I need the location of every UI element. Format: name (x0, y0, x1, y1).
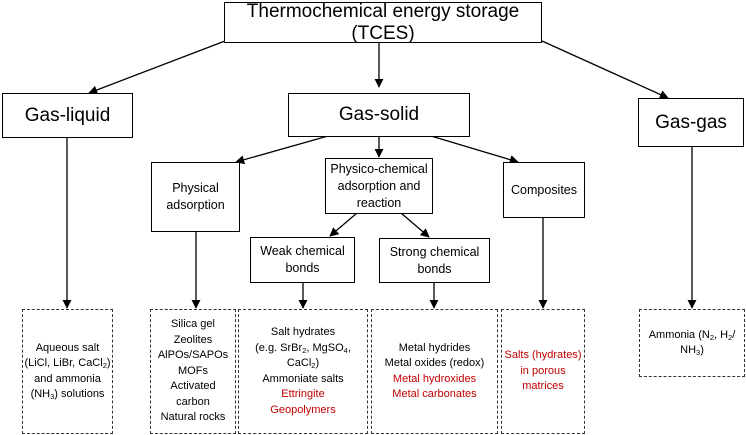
weak-line-2: bonds (285, 261, 320, 275)
physical-examples: Silica gel Zeolites AlPOs/SAPOs MOFs Act… (150, 309, 236, 434)
weak-ex-2: (e.g. SrBr2, MgSO4, CaCl2) (255, 341, 351, 370)
comp-ex-red-2: in porous (520, 364, 566, 377)
gg-line-1: Ammonia (N2, H2/ (648, 328, 736, 342)
weak-ex-red-2: Geopolymers (270, 403, 336, 416)
physico-line-3: reaction (356, 195, 402, 210)
arrow-gas-solid-to-composites (430, 135, 519, 165)
arrow-root-to-gas-liquid (88, 40, 226, 95)
weak-ex-3: Ammoniate salts (262, 372, 344, 385)
physico-line-1: Physico-chemical (330, 161, 428, 176)
gas-gas-node: Gas-gas (638, 98, 744, 147)
strong-ex-1: Metal hydrides (398, 341, 471, 354)
comp-ex-red-1: Salts (hydrates) (504, 349, 582, 362)
physical-line-1: Physical (172, 181, 219, 195)
gas-solid-label: Gas-solid (338, 104, 420, 125)
physico-chemical-node: Physico-chemical adsorption and reaction (325, 158, 433, 214)
phys-ex-7: Natural rocks (160, 411, 226, 424)
physico-line-2: adsorption and (337, 178, 421, 193)
gl-line-2: (LiCl, LiBr, CaCl2) (24, 357, 111, 370)
gas-solid-node: Gas-solid (288, 93, 470, 137)
gas-gas-examples: Ammonia (N2, H2/ NH3) (639, 309, 745, 377)
composites-label: Composites (511, 182, 577, 197)
weak-ex-red-1: Ettringite (281, 388, 325, 400)
gas-gas-label: Gas-gas (655, 111, 727, 133)
gl-line-4: (NH3) solutions (30, 388, 105, 401)
gg-line-2: NH3) (680, 344, 704, 357)
strong-ex-2: Metal oxides (redox) (384, 357, 485, 369)
physical-line-2: adsorption (166, 198, 225, 212)
strong-ex-red-1: Metal hydroxides (392, 372, 477, 385)
strong-bonds-examples: Metal hydrides Metal oxides (redox) Meta… (371, 309, 498, 434)
comp-ex-red-3: matrices (522, 380, 564, 393)
phys-ex-3: AlPOs/SAPOs (157, 349, 229, 362)
gas-liquid-examples: Aqueous salt (LiCl, LiBr, CaCl2) and amm… (22, 309, 113, 434)
arrow-root-to-gas-gas (541, 40, 669, 99)
strong-line-2: bonds (417, 261, 452, 276)
phys-ex-5: Activated (170, 380, 216, 393)
gl-line-3: and ammonia (34, 372, 101, 385)
gas-liquid-label: Gas-liquid (24, 104, 111, 126)
weak-ex-1: Salt hydrates (270, 326, 336, 338)
phys-ex-1: Silica gel (170, 318, 215, 331)
arrow-gas-solid-to-physical (235, 135, 329, 165)
composites-examples: Salts (hydrates) in porous matrices (501, 309, 585, 434)
strong-ex-red-2: Metal carbonates (392, 388, 477, 400)
composites-node: Composites (503, 162, 585, 218)
weak-line-1: Weak chemical (260, 244, 345, 258)
root-node: Thermochemical energy storage (TCES) (224, 0, 542, 44)
gas-liquid-node: Gas-liquid (2, 93, 133, 138)
physical-adsorption-node: Physical adsorption (151, 162, 240, 232)
root-label: Thermochemical energy storage (TCES) (246, 0, 520, 44)
weak-bonds-examples: Salt hydrates (e.g. SrBr2, MgSO4, CaCl2)… (238, 309, 368, 434)
phys-ex-2: Zeolites (173, 333, 213, 346)
gl-line-1: Aqueous salt (35, 341, 100, 354)
phys-ex-6: carbon (176, 395, 210, 408)
strong-line-1: Strong chemical (389, 244, 480, 259)
arrow-physico-to-strong (400, 212, 430, 238)
arrow-physico-to-weak (329, 212, 358, 237)
strong-bonds-node: Strong chemical bonds (379, 238, 490, 283)
weak-bonds-node: Weak chemical bonds (250, 237, 355, 283)
phys-ex-4: MOFs (178, 364, 208, 377)
